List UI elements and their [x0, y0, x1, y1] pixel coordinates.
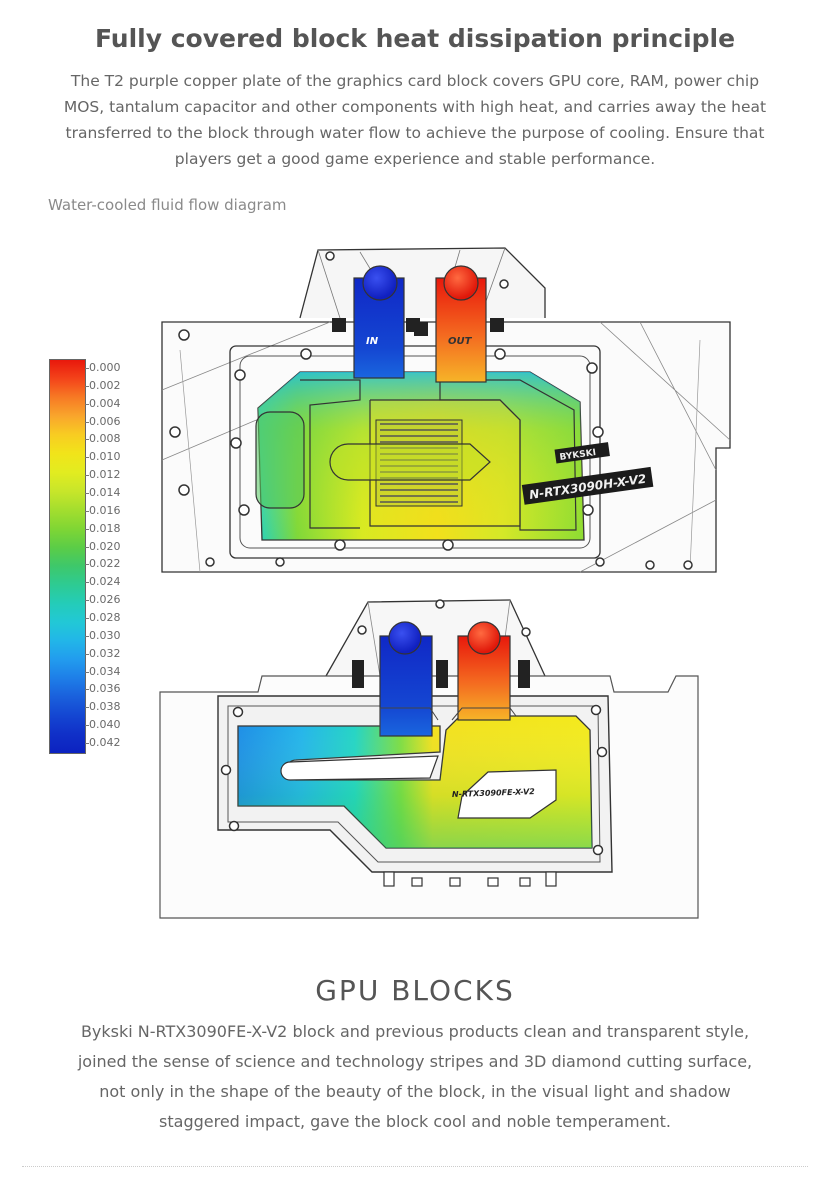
legend-tick — [85, 636, 89, 637]
outlet-port — [443, 265, 479, 301]
legend-label: 0.038 — [89, 700, 121, 713]
legend-tick — [85, 600, 89, 601]
legend-label: 0.008 — [89, 432, 121, 445]
legend-tick — [85, 404, 89, 405]
legend-tick — [85, 672, 89, 673]
bottom-block-diagram: N-RTX3090FE-X-V2 — [159, 599, 699, 919]
intro-paragraph: The T2 purple copper plate of the graphi… — [28, 68, 802, 172]
legend-label: 0.004 — [89, 397, 121, 410]
description-line: Bykski N-RTX3090FE-X-V2 block and previo… — [80, 1022, 750, 1041]
legend-tick — [85, 422, 89, 423]
legend-tick — [85, 386, 89, 387]
legend-label: 0.022 — [89, 557, 121, 570]
top-block-diagram: IN OUT N-RTX3090H-X-V2 BYKSKI — [161, 247, 731, 573]
inlet-port-bottom — [388, 621, 422, 655]
outlet-port-bottom — [467, 621, 501, 655]
legend-label: 0.016 — [89, 504, 121, 517]
legend-label: 0.020 — [89, 540, 121, 553]
legend-tick — [85, 618, 89, 619]
section-description: Bykski N-RTX3090FE-X-V2 block and previo… — [28, 1017, 802, 1137]
description-line: not only in the shape of the beauty of t… — [99, 1082, 731, 1101]
legend-tick — [85, 582, 89, 583]
inlet-label: IN — [366, 336, 379, 347]
legend-tick — [85, 743, 89, 744]
legend-tick — [85, 368, 89, 369]
legend-tick — [85, 654, 89, 655]
legend-tick — [85, 475, 89, 476]
legend-label: 0.002 — [89, 379, 121, 392]
description-line: staggered impact, gave the block cool an… — [159, 1112, 671, 1131]
outlet-label: OUT — [448, 336, 473, 347]
model-plate-bottom: N-RTX3090FE-X-V2 — [452, 787, 536, 799]
legend-tick — [85, 547, 89, 548]
legend-label: 0.040 — [89, 718, 121, 731]
legend-tick — [85, 529, 89, 530]
legend-label: 0.000 — [89, 361, 121, 374]
legend-tick — [85, 439, 89, 440]
legend-tick — [85, 564, 89, 565]
model-plate-bottom-window — [457, 769, 557, 819]
legend-tick — [85, 457, 89, 458]
legend-tick — [85, 707, 89, 708]
intro-line: transferred to the block through water f… — [65, 124, 765, 142]
legend-label: 0.006 — [89, 415, 121, 428]
legend-label: 0.024 — [89, 575, 121, 588]
legend-label: 0.014 — [89, 486, 121, 499]
intro-line: The T2 purple copper plate of the graphi… — [70, 72, 760, 90]
section-title: GPU BLOCKS — [315, 974, 515, 1007]
legend-label: 0.042 — [89, 736, 121, 749]
legend-label: 0.032 — [89, 647, 121, 660]
bottom-divider — [22, 1166, 808, 1167]
page-heading: Fully covered block heat dissipation pri… — [94, 24, 736, 53]
legend-label: 0.012 — [89, 468, 121, 481]
legend-label: 0.034 — [89, 665, 121, 678]
color-scale-bar — [49, 359, 86, 754]
legend-tick — [85, 493, 89, 494]
legend-tick — [85, 725, 89, 726]
legend-label: 0.036 — [89, 682, 121, 695]
legend-tick — [85, 689, 89, 690]
legend-label: 0.028 — [89, 611, 121, 624]
legend-label: 0.010 — [89, 450, 121, 463]
inlet-port — [362, 265, 398, 301]
intro-line: players get a good game experience and s… — [174, 150, 656, 168]
intro-line: MOS, tantalum capacitor and other compon… — [63, 98, 767, 116]
legend-label: 0.026 — [89, 593, 121, 606]
diagram-caption: Water-cooled fluid flow diagram — [48, 196, 287, 214]
color-scale-legend: 0.000 0.002 0.004 0.006 0.008 0.010 0.012 0.014… — [49, 359, 133, 755]
legend-label: 0.030 — [89, 629, 121, 642]
description-line: joined the sense of science and technolo… — [77, 1052, 753, 1071]
legend-label: 0.018 — [89, 522, 121, 535]
legend-tick — [85, 511, 89, 512]
